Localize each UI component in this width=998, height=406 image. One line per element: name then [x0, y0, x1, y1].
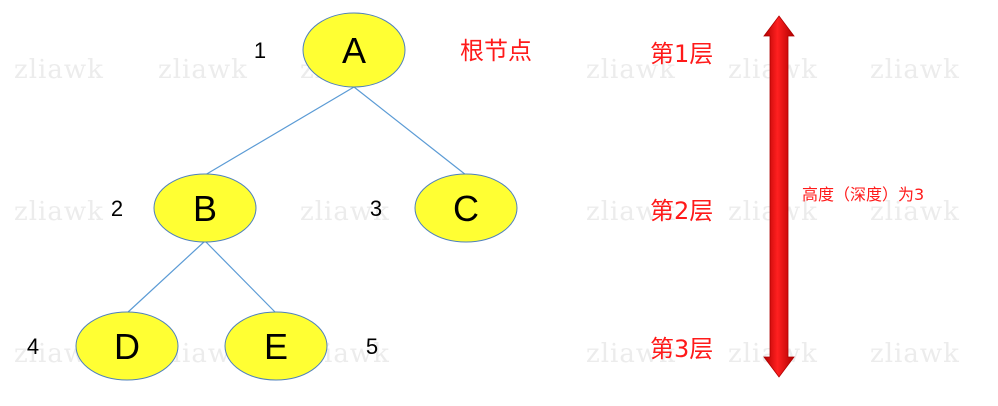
node-index-e: 5: [366, 334, 378, 359]
node-ellipse: [153, 173, 257, 243]
level-label-1: 第1层: [650, 40, 713, 68]
node-index-c: 3: [370, 196, 382, 221]
node-index-b: 2: [111, 196, 123, 221]
level-label-3: 第3层: [650, 335, 713, 363]
node-ellipse: [75, 311, 179, 381]
tree-node-c: C: [414, 173, 518, 243]
edge-b-e: [204, 240, 277, 314]
node-label: E: [264, 326, 288, 367]
tree-node-b: B: [153, 173, 257, 243]
edge-a-b: [204, 86, 355, 176]
edges: [126, 86, 467, 314]
root-node-label: 根节点: [460, 37, 532, 65]
node-label: A: [342, 30, 366, 71]
tree-node-e: E: [224, 311, 328, 381]
node-ellipse: [414, 173, 518, 243]
node-label: C: [453, 188, 479, 229]
node-label: D: [114, 326, 140, 367]
edge-a-c: [353, 86, 467, 176]
edge-b-d: [126, 240, 206, 314]
height-label: 高度（深度）为3: [802, 185, 924, 204]
node-index-d: 4: [27, 334, 39, 359]
node-label: B: [193, 188, 217, 229]
tree-node-d: D: [75, 311, 179, 381]
node-ellipse: [302, 12, 406, 88]
height-arrow-icon: [763, 15, 795, 378]
node-index-a: 1: [254, 38, 266, 63]
level-label-2: 第2层: [650, 197, 713, 225]
tree-node-a: A: [302, 12, 406, 88]
node-ellipse: [224, 311, 328, 381]
